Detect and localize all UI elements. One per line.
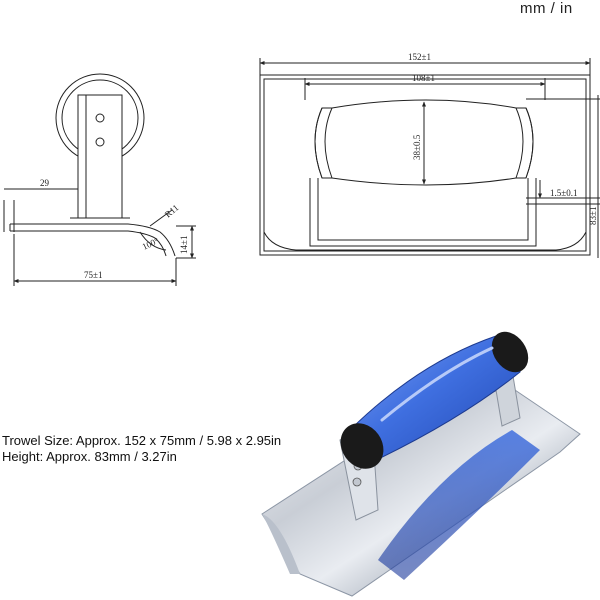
trowel-height-text: Height: Approx. 83mm / 3.27in — [2, 449, 177, 464]
handle-cap-back — [491, 331, 529, 373]
dim-height-small: 29 — [40, 178, 50, 188]
handle-reflection — [378, 430, 540, 580]
blade-profile-top — [10, 223, 176, 257]
dim-width: 75±1 — [84, 270, 102, 280]
dim-radius: R11 — [163, 202, 181, 219]
trowel-size-text: Trowel Size: Approx. 152 x 75mm / 5.98 x… — [2, 433, 282, 448]
dim-handle-diameter: 38±0.5 — [412, 134, 422, 160]
blade-outer — [259, 74, 591, 256]
side-view — [3, 73, 196, 286]
dim-edge: 14±1 — [179, 236, 189, 254]
dim-overall-length: 152±1 — [408, 52, 431, 62]
product-photo — [261, 331, 581, 597]
rivet-2 — [95, 137, 105, 147]
rivet-1 — [95, 113, 105, 123]
unit-label: mm / in — [520, 0, 573, 17]
dim-handle-length: 108±1 — [412, 73, 435, 83]
top-view — [259, 58, 600, 258]
dim-thickness: 1.5±0.1 — [550, 188, 577, 198]
bracket-post — [77, 94, 123, 219]
handle-cap-front — [340, 423, 384, 469]
blade-inner — [263, 78, 587, 252]
screw-2 — [352, 477, 362, 487]
specifications: Trowel Size: Approx. 152 x 75mm / 5.98 x… — [2, 433, 281, 465]
dim-height-cut: 83±1 — [588, 207, 598, 225]
